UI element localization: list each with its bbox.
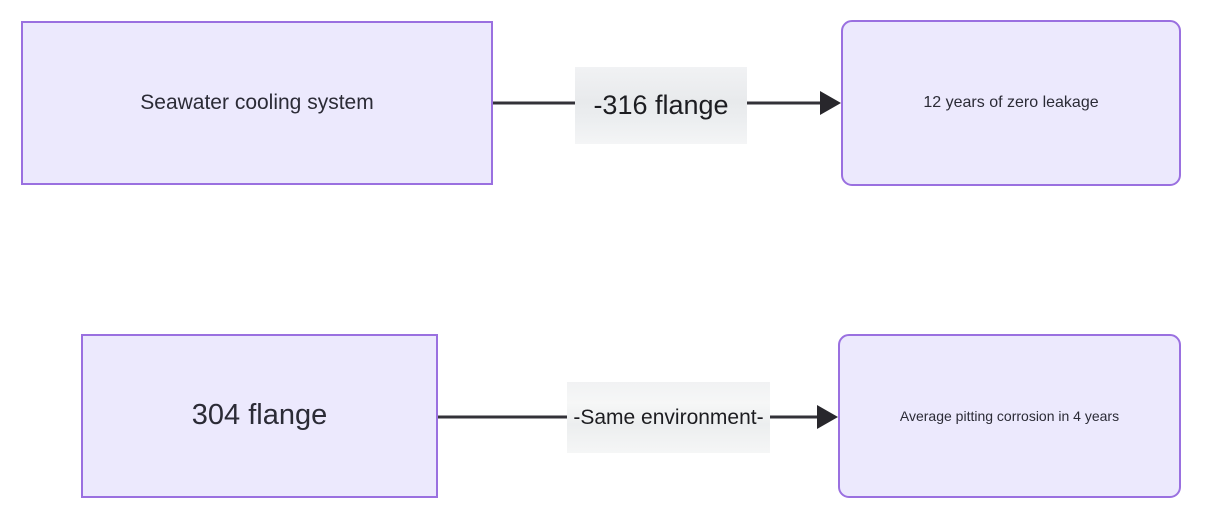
node-label-pitting-corrosion: Average pitting corrosion in 4 years <box>899 407 1120 424</box>
edge-arrowhead-same-environment <box>817 405 838 429</box>
node-seawater-cooling-system[interactable]: Seawater cooling system <box>21 21 493 185</box>
edge-label-316-flange: -316 flange <box>575 67 747 144</box>
node-label-seawater-cooling-system: Seawater cooling system <box>140 91 374 115</box>
node-304-flange[interactable]: 304 flange <box>81 334 438 498</box>
node-label-zero-leakage: 12 years of zero leakage <box>923 93 1099 111</box>
edge-arrowhead-316-flange <box>820 91 841 115</box>
edge-label-same-environment: -Same environment- <box>567 382 770 453</box>
node-zero-leakage[interactable]: 12 years of zero leakage <box>841 20 1181 186</box>
node-label-304-flange: 304 flange <box>191 399 328 432</box>
node-pitting-corrosion[interactable]: Average pitting corrosion in 4 years <box>838 334 1181 498</box>
